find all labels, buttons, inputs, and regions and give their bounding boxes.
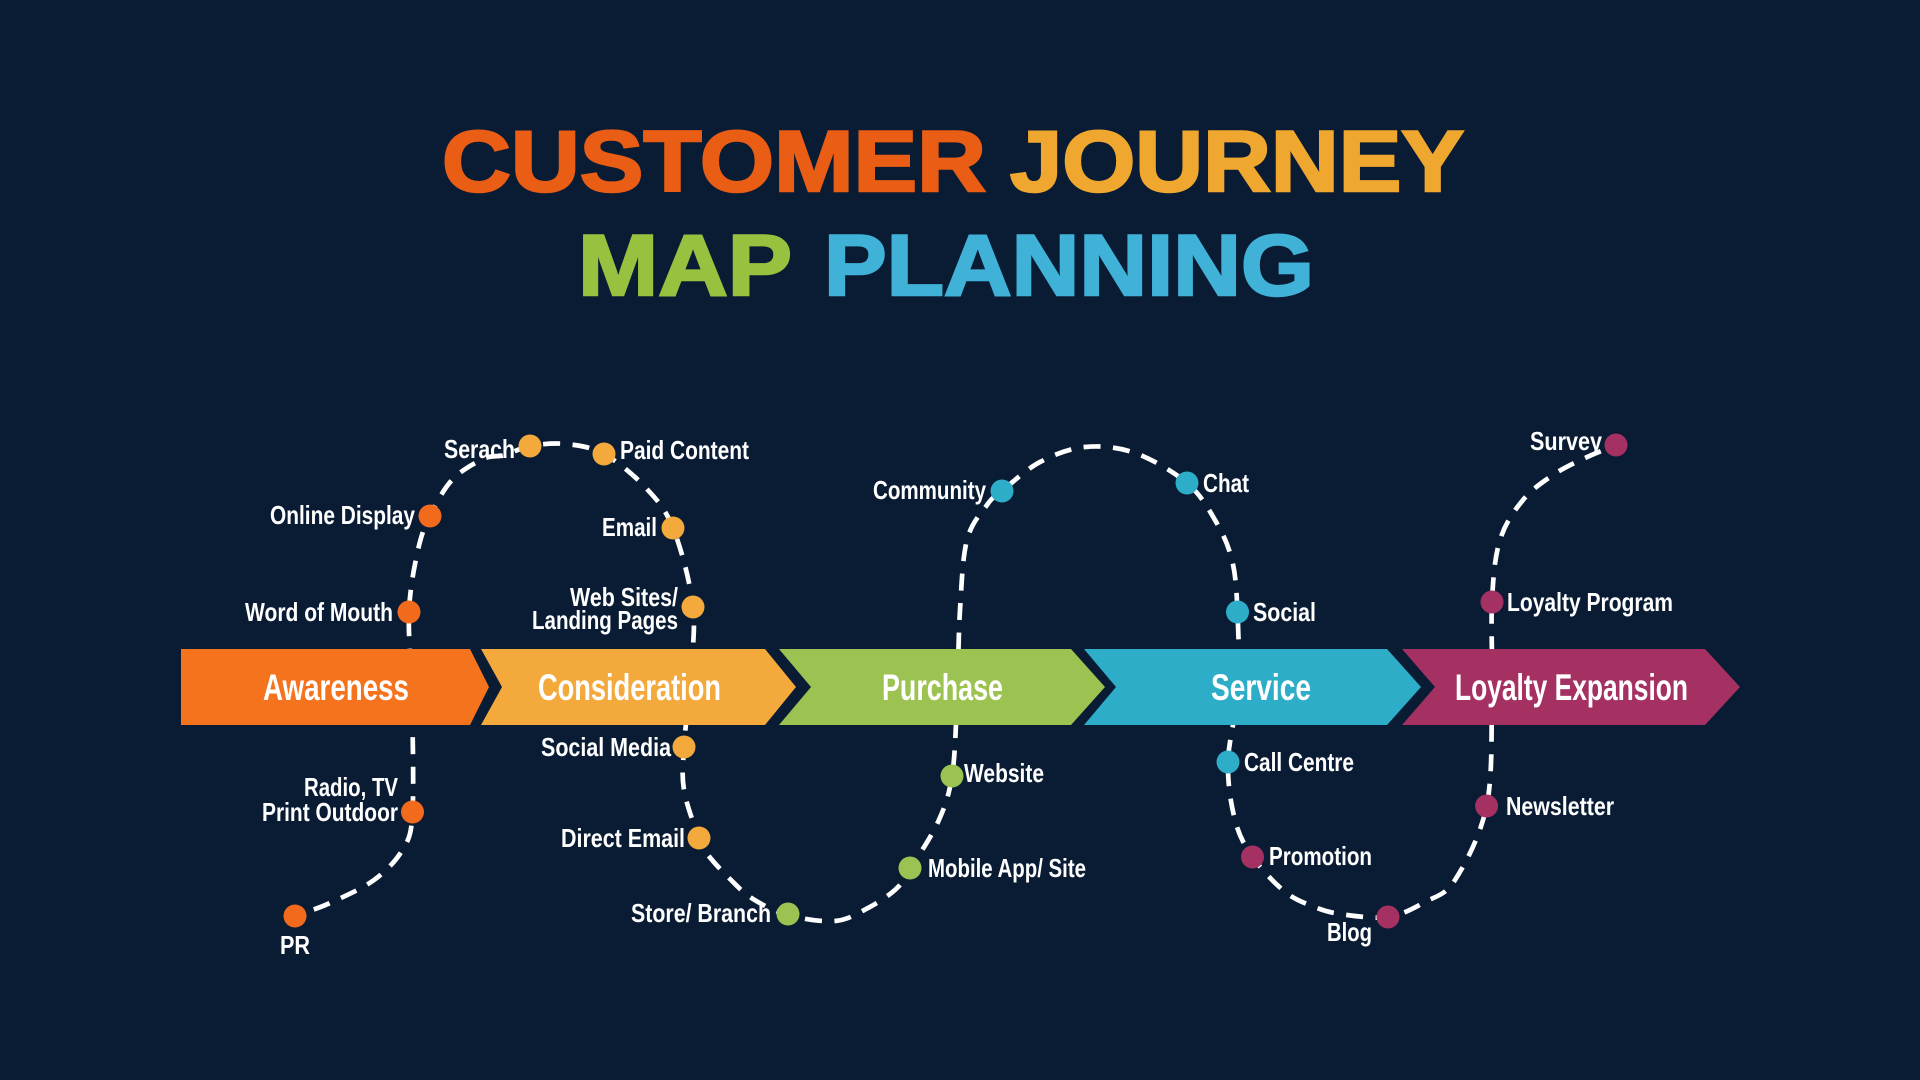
svg-text:Direct Email: Direct Email [561, 823, 685, 853]
svg-text:Purchase: Purchase [882, 667, 1003, 708]
svg-text:Call Centre: Call Centre [1244, 747, 1354, 777]
svg-text:Serach: Serach [444, 434, 515, 464]
svg-text:Website: Website [964, 758, 1044, 788]
svg-text:CUSTOMER: CUSTOMER [442, 114, 986, 210]
svg-text:Consideration: Consideration [538, 667, 721, 708]
svg-text:Store/ Branch: Store/ Branch [631, 898, 771, 928]
svg-text:PLANNING: PLANNING [824, 218, 1314, 314]
svg-text:Web Sites/: Web Sites/ [570, 582, 678, 612]
svg-text:Word of Mouth: Word of Mouth [245, 597, 393, 627]
svg-text:MAP: MAP [578, 218, 792, 314]
svg-text:Landing Pages: Landing Pages [532, 605, 678, 635]
svg-text:PR: PR [280, 930, 310, 960]
svg-text:Radio, TV: Radio, TV [304, 772, 399, 802]
svg-text:Chat: Chat [1203, 468, 1249, 498]
svg-text:Blog: Blog [1327, 917, 1372, 947]
svg-text:Print Outdoor: Print Outdoor [262, 797, 398, 827]
svg-text:Loyalty Expansion: Loyalty Expansion [1455, 667, 1688, 708]
svg-text:Service: Service [1211, 667, 1311, 708]
svg-text:Email: Email [602, 512, 657, 542]
svg-text:JOURNEY: JOURNEY [1010, 114, 1464, 210]
svg-text:Loyalty Program: Loyalty Program [1507, 587, 1673, 617]
svg-text:Mobile App/ Site: Mobile App/ Site [928, 853, 1086, 883]
svg-text:Newsletter: Newsletter [1506, 791, 1614, 821]
svg-text:Paid Content: Paid Content [620, 435, 749, 465]
svg-text:Awareness: Awareness [263, 667, 409, 708]
svg-text:Survey: Survey [1530, 426, 1602, 456]
svg-text:Social Media: Social Media [541, 732, 671, 762]
svg-text:Social: Social [1253, 597, 1316, 627]
svg-text:Community: Community [873, 475, 986, 505]
svg-text:Promotion: Promotion [1269, 841, 1372, 871]
svg-text:Online Display: Online Display [270, 500, 415, 530]
